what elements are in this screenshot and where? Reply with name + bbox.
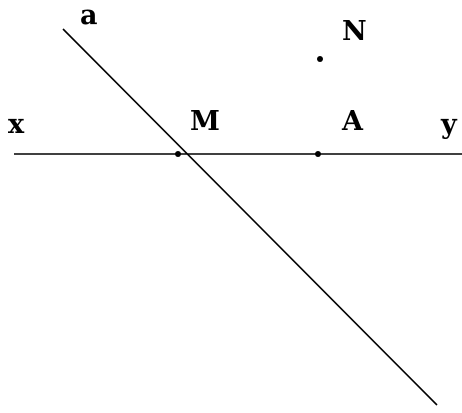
point-A — [315, 151, 321, 157]
label-A: A — [341, 106, 364, 137]
label-x: x — [8, 109, 25, 140]
label-y: y — [440, 109, 458, 140]
label-N: N — [342, 16, 367, 47]
point-N — [317, 56, 323, 62]
label-M: M — [190, 106, 220, 137]
label-a: a — [80, 0, 98, 31]
point-M — [175, 151, 181, 157]
line-a — [62, 28, 438, 406]
